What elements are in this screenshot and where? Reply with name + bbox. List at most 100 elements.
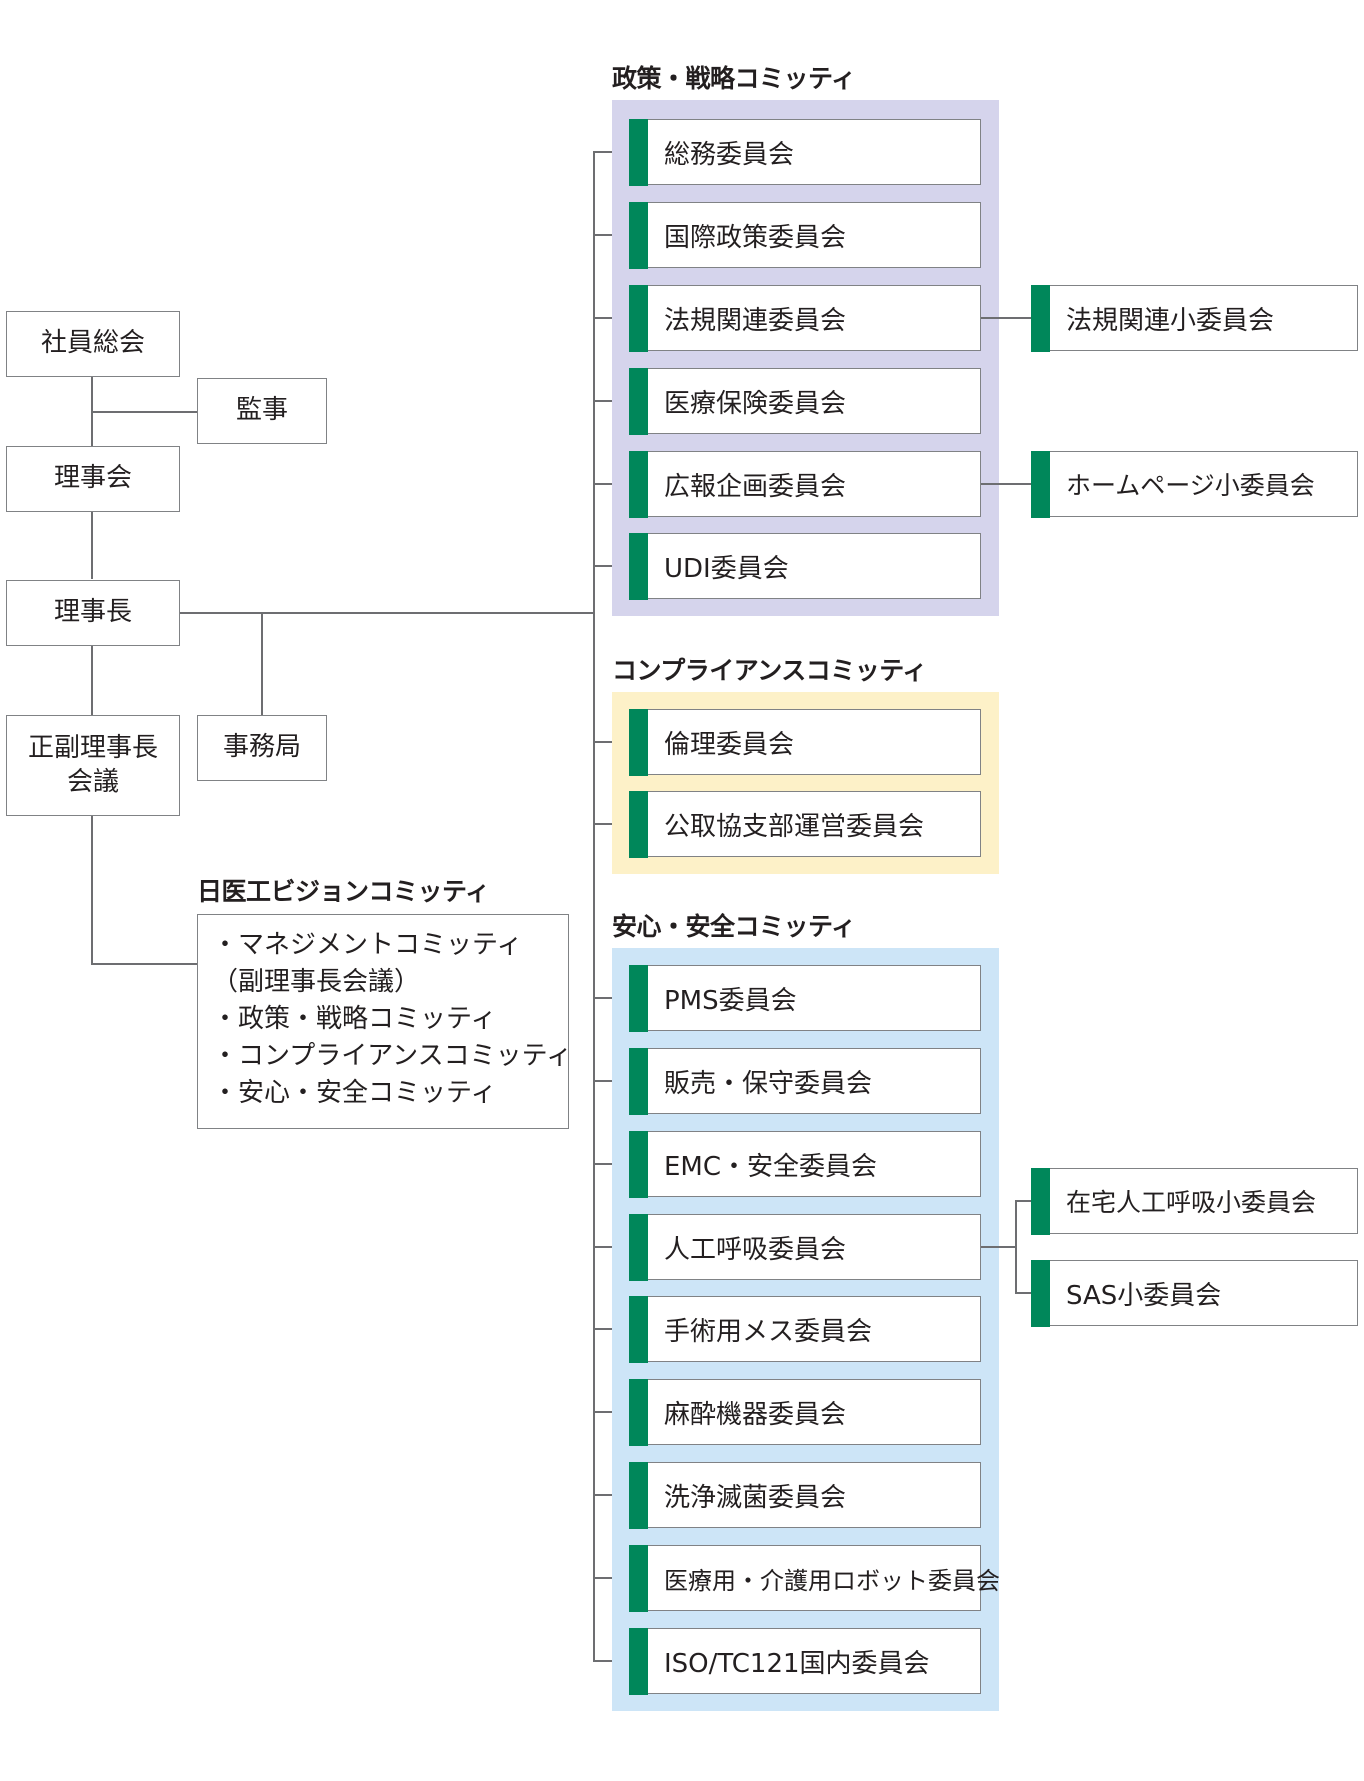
connector (593, 400, 629, 402)
green-marker (628, 450, 648, 518)
connector (981, 317, 1031, 319)
connector (981, 483, 1031, 485)
chairman-box: 理事長 (6, 580, 180, 646)
green-marker (628, 1544, 648, 1612)
connector (179, 612, 594, 614)
committee-label: 広報企画委員会 (664, 471, 847, 502)
connector (593, 1660, 629, 1662)
committee-label: UDI委員会 (664, 553, 789, 584)
subcommittee-label: 在宅人工呼吸小委員会 (1066, 1188, 1317, 1217)
connector (91, 646, 93, 715)
connector (593, 1080, 629, 1082)
subcommittee-label: ホームページ小委員会 (1066, 471, 1315, 500)
connector (593, 1494, 629, 1496)
committee-label: 倫理委員会 (664, 729, 795, 760)
committee-box: PMS委員会 (628, 964, 981, 1032)
committee-label: 麻酔機器委員会 (664, 1399, 847, 1430)
connector (593, 483, 629, 485)
vision-item: ・安心・安全コミッティ (212, 1078, 497, 1108)
board-box: 理事会 (6, 446, 180, 512)
committee-box: 手術用メス委員会 (628, 1295, 981, 1363)
connector (91, 815, 93, 964)
green-marker (628, 1378, 648, 1446)
connector (593, 1577, 629, 1579)
committee-box: 医療用・介護用ロボット委員会 (628, 1544, 1000, 1612)
green-marker (628, 1047, 648, 1115)
safety-committee-title: 安心・安全コミッティ (612, 912, 856, 941)
vision-committee-box: ・マネジメントコミッティ （副理事長会議） ・政策・戦略コミッティ ・コンプライ… (197, 914, 573, 1129)
committee-label: 公取協支部運営委員会 (664, 811, 925, 842)
connector (593, 317, 629, 319)
green-marker (628, 1130, 648, 1198)
committee-label: 人工呼吸委員会 (664, 1234, 847, 1265)
committee-label: 手術用メス委員会 (664, 1316, 873, 1347)
committee-label: 総務委員会 (664, 139, 795, 170)
connector (593, 1163, 629, 1165)
subcommittee-box: SAS小委員会 (1030, 1259, 1358, 1327)
vision-item: ・コンプライアンスコミッティ (212, 1041, 573, 1071)
connector (593, 151, 595, 1662)
vice-chair-meeting-line1: 正副理事長 (27, 732, 158, 763)
committee-box: 医療保険委員会 (628, 367, 981, 435)
committee-box: 総務委員会 (628, 118, 981, 186)
connector (1015, 1200, 1031, 1202)
green-marker (1030, 1259, 1050, 1327)
green-marker (628, 284, 648, 352)
connector (91, 963, 198, 965)
policy-committee-title: 政策・戦略コミッティ (612, 64, 856, 93)
committee-label: ISO/TC121国内委員会 (664, 1648, 930, 1679)
connector (593, 741, 629, 743)
connector (91, 512, 93, 579)
subcommittee-box: 在宅人工呼吸小委員会 (1030, 1167, 1358, 1235)
committee-box: 法規関連委員会 (628, 284, 981, 352)
subcommittee-label: 法規関連小委員会 (1066, 305, 1275, 336)
green-marker (628, 367, 648, 435)
committee-box: 広報企画委員会 (628, 450, 981, 518)
committee-box: ISO/TC121国内委員会 (628, 1627, 981, 1695)
committee-label: 洗浄滅菌委員会 (664, 1482, 847, 1513)
green-marker (628, 964, 648, 1032)
vice-chair-meeting-line2: 会議 (66, 766, 119, 797)
auditor-box: 監事 (197, 378, 327, 444)
vision-item: ・マネジメントコミッティ (212, 930, 523, 960)
vice-chair-meeting-box: 正副理事長 会議 (6, 715, 180, 816)
green-marker (628, 790, 648, 858)
green-marker (1030, 1167, 1050, 1235)
connector (593, 997, 629, 999)
connector (981, 1246, 1016, 1248)
committee-label: 医療用・介護用ロボット委員会 (664, 1566, 1000, 1595)
committee-box: EMC・安全委員会 (628, 1130, 981, 1198)
connector (593, 151, 629, 153)
policy-panel (612, 100, 999, 616)
connector (593, 1246, 629, 1248)
vision-committee-title: 日医工ビジョンコミッティ (197, 877, 490, 906)
connector (593, 565, 629, 567)
subcommittee-box: ホームページ小委員会 (1030, 450, 1358, 518)
connector (593, 234, 629, 236)
committee-box: 麻酔機器委員会 (628, 1378, 981, 1446)
secretariat-box: 事務局 (197, 715, 327, 781)
committee-box: 人工呼吸委員会 (628, 1213, 981, 1281)
connector (261, 612, 263, 715)
green-marker (1030, 284, 1050, 352)
green-marker (628, 201, 648, 269)
green-marker (628, 1295, 648, 1363)
subcommittee-box: 法規関連小委員会 (1030, 284, 1358, 352)
green-marker (628, 1627, 648, 1695)
committee-label: 販売・保守委員会 (664, 1068, 873, 1099)
general-meeting-box: 社員総会 (6, 311, 180, 377)
committee-label: EMC・安全委員会 (664, 1151, 878, 1182)
connector (593, 823, 629, 825)
vision-item: （副理事長会議） (212, 967, 421, 997)
committee-box: 倫理委員会 (628, 708, 981, 776)
connector (593, 1328, 629, 1330)
green-marker (628, 532, 648, 600)
subcommittee-label: SAS小委員会 (1066, 1280, 1222, 1311)
committee-label: PMS委員会 (664, 985, 797, 1016)
committee-box: 国際政策委員会 (628, 201, 981, 269)
connector (1015, 1292, 1031, 1294)
connector (593, 1411, 629, 1413)
vision-item: ・政策・戦略コミッティ (212, 1004, 497, 1034)
green-marker (628, 118, 648, 186)
committee-box: 公取協支部運営委員会 (628, 790, 981, 858)
